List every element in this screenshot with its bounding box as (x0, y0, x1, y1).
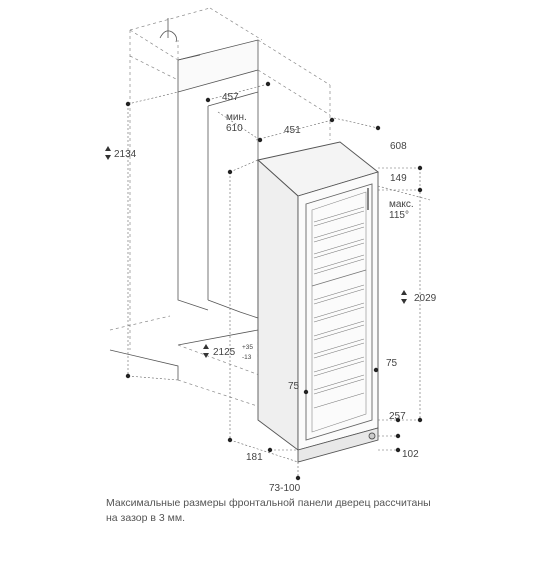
dim-niche-height: 2134 (114, 149, 137, 160)
dim-niche-opening: 2125 (213, 347, 236, 358)
dim-niche-tol-plus: +35 (242, 344, 253, 351)
door-swing-arc (377, 185, 431, 201)
dim-top-offset: 149 (390, 173, 407, 184)
wine-shelves (311, 206, 367, 409)
dim-base-depth: 257 (389, 411, 406, 422)
dim-appliance-depth: 608 (390, 141, 407, 152)
caption-line-2: на зазор в 3 мм. (106, 512, 185, 524)
dim-vent-right: 75 (386, 358, 398, 369)
niche-outline (109, 18, 259, 380)
arrow-markers (105, 146, 407, 358)
dim-vent-left: 75 (288, 381, 300, 392)
dim-plinth-height: 181 (246, 452, 263, 463)
dimension-dots (125, 81, 423, 481)
dim-door-angle-label: макс. (389, 199, 414, 210)
dimension-lines (127, 83, 421, 478)
caption-line-1: Максимальные размеры фронтальной панели … (106, 497, 431, 509)
dim-niche-width: 457 (222, 92, 239, 103)
dim-plinth-range: 73-100 (269, 483, 301, 494)
dim-appliance-height: 2029 (414, 293, 437, 304)
dim-appliance-width: 451 (284, 125, 301, 136)
dim-plinth-right: 102 (402, 449, 419, 460)
dim-min-value: 610 (226, 123, 243, 134)
dim-door-angle-value: 115° (389, 210, 409, 221)
wine-cabinet (257, 141, 379, 463)
caption: Максимальные размеры фронтальной панели … (106, 496, 466, 526)
dim-min-label: мин. (226, 112, 247, 123)
dim-niche-tol-minus: -13 (242, 354, 252, 361)
